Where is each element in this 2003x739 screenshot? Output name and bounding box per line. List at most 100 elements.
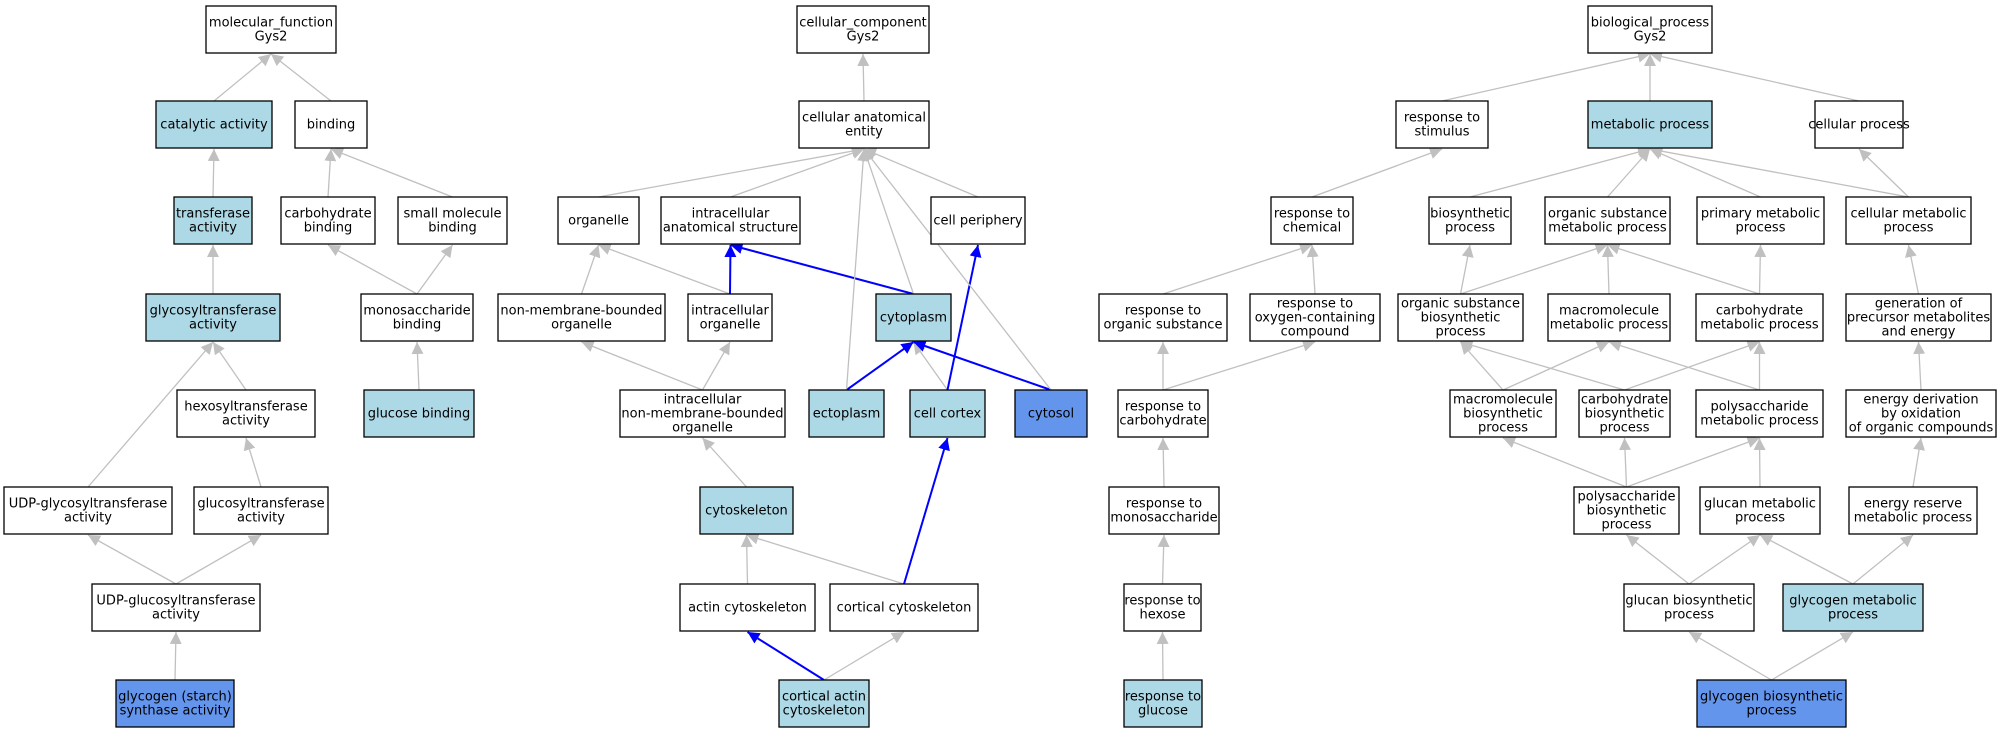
node-label-line: organic substance xyxy=(1104,318,1223,333)
node-box xyxy=(1695,293,1824,342)
node-box xyxy=(1123,583,1202,632)
node-box xyxy=(173,196,253,245)
node-box xyxy=(1587,100,1713,149)
node-label-line: binding xyxy=(304,221,352,236)
node-box xyxy=(1098,293,1228,342)
node-label-line: binding xyxy=(307,118,355,133)
node-label-line: non-membrane-bounded xyxy=(621,407,783,422)
edge-cell_cortex-to-cell_periphery xyxy=(946,244,982,391)
edge-cytoplasm-to-cae xyxy=(862,148,915,295)
node-label-line: cellular anatomical xyxy=(802,111,926,126)
node-inmbo[interactable]: intracellularnon-membrane-boundedorganel… xyxy=(619,389,786,438)
node-box xyxy=(3,486,173,535)
edge-biosyn-to-metab xyxy=(1469,146,1651,198)
edge-nmbo-to-organelle xyxy=(580,244,601,295)
node-box xyxy=(1108,486,1220,535)
node-label-line: synthase activity xyxy=(120,704,231,719)
edge-ectoplasm-to-cae xyxy=(845,148,870,391)
node-glycogen_synthase[interactable]: glycogen (starch)synthase activity xyxy=(115,679,235,728)
edge-edox-to-genprec xyxy=(1913,341,1926,391)
node-label-line: ectoplasm xyxy=(813,407,880,422)
node-box xyxy=(557,196,640,245)
edge-cbp-to-osbp xyxy=(1460,339,1625,391)
edge-monosacch_binding-to-small_mol xyxy=(416,244,454,295)
node-box xyxy=(930,196,1026,245)
node-catalytic[interactable]: catalytic activity xyxy=(155,100,273,149)
node-cytoplasm[interactable]: cytoplasm xyxy=(875,293,952,342)
node-box xyxy=(619,389,786,438)
node-label-line: biosynthetic xyxy=(1587,504,1667,519)
node-organelle[interactable]: organelle xyxy=(557,196,640,245)
node-label-line: metabolic process xyxy=(1700,318,1819,333)
node-box xyxy=(294,100,368,149)
node-cell_proc[interactable]: cellular process xyxy=(1808,100,1910,149)
node-label-line: hexose xyxy=(1139,608,1185,623)
node-box xyxy=(829,583,979,632)
node-label-line: organelle xyxy=(672,421,733,436)
edge-carbmp-to-osmp xyxy=(1607,242,1760,295)
node-label-line: process xyxy=(1445,221,1495,236)
node-label-line: activity xyxy=(237,511,285,526)
node-cortical_cyto[interactable]: cortical cytoskeleton xyxy=(829,583,979,632)
node-box xyxy=(91,583,261,632)
node-actin_cyto[interactable]: actin cytoskeleton xyxy=(679,583,816,632)
node-binding[interactable]: binding xyxy=(294,100,368,149)
node-label-line: cell cortex xyxy=(914,407,982,422)
node-cell_cortex[interactable]: cell cortex xyxy=(909,389,986,438)
node-glucose_binding[interactable]: glucose binding xyxy=(363,389,475,438)
node-label-line: organelle xyxy=(568,214,629,229)
node-ectoplasm[interactable]: ectoplasm xyxy=(808,389,885,438)
node-cell_periphery[interactable]: cell periphery xyxy=(930,196,1026,245)
node-cytosol[interactable]: cytosol xyxy=(1014,389,1088,438)
node-cytoskeleton[interactable]: cytoskeleton xyxy=(699,486,794,535)
edge-resp_org-to-resp_chem xyxy=(1162,243,1313,295)
node-label-line: polysaccharide xyxy=(1578,490,1676,505)
node-label-line: entity xyxy=(845,125,883,140)
node-metab[interactable]: metabolic process xyxy=(1587,100,1713,149)
node-label-line: of organic compounds xyxy=(1849,421,1994,436)
